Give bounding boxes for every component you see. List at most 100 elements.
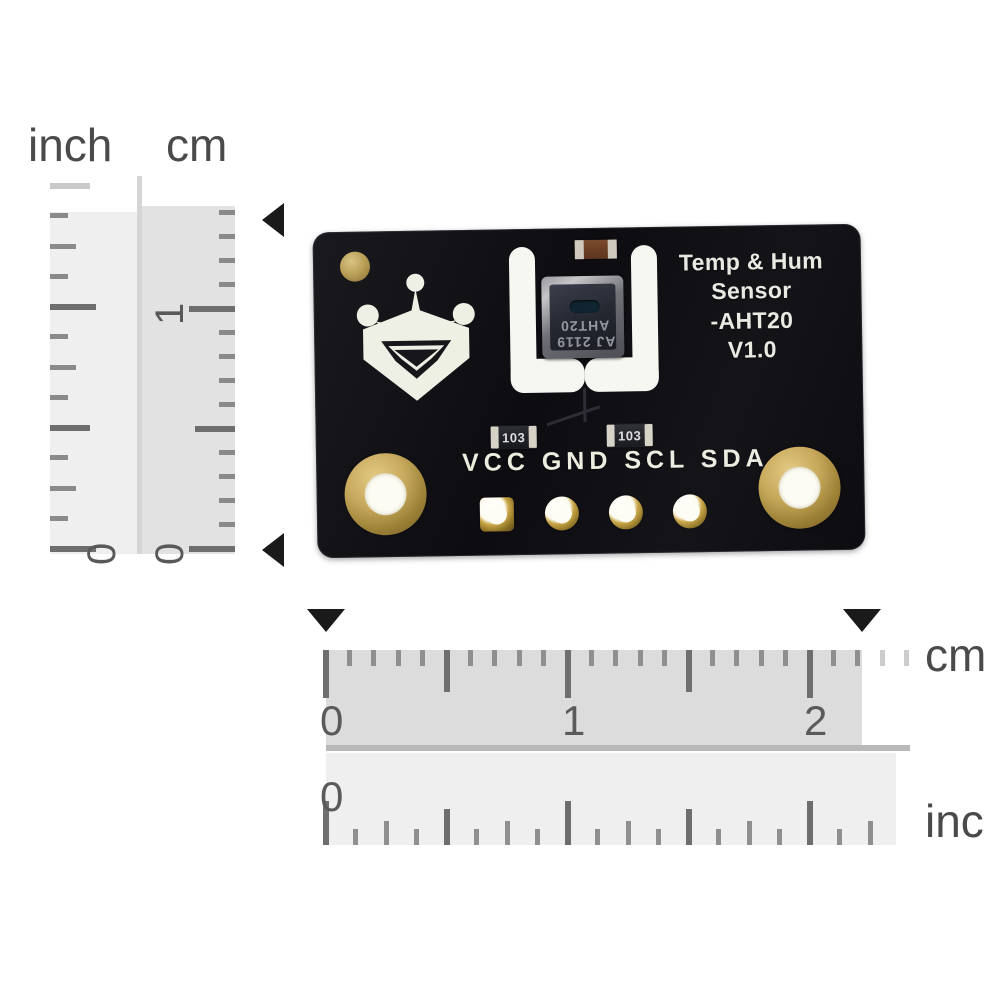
cm-minor-tick: [219, 450, 235, 455]
inch-minor-tick: [837, 829, 843, 845]
board-slot-right-foot: [584, 356, 660, 393]
inch-minor-tick: [50, 425, 90, 431]
cm-minor-tick: [661, 650, 667, 666]
cm-minor-tick: [782, 650, 788, 666]
cm-major-tick: [323, 650, 329, 698]
inch-minor-tick: [50, 485, 76, 491]
inch-minor-tick: [50, 455, 68, 461]
cm-half-tick: [195, 426, 235, 432]
mounting-hole-bore: [778, 466, 821, 510]
cm-minor-tick: [419, 650, 425, 666]
board-left-marker-icon: [307, 609, 345, 632]
inch-minor-tick: [413, 829, 419, 845]
inch-minor-tick: [776, 829, 782, 845]
pin-pad-scl[interactable]: [608, 495, 644, 530]
horizontal-cm-number: 2: [804, 697, 828, 744]
cm-minor-tick: [903, 650, 909, 666]
cm-major-tick: [189, 306, 235, 312]
cm-minor-tick: [613, 650, 619, 666]
cm-major-tick: [565, 650, 571, 698]
inch-major-tick: [565, 801, 571, 845]
mounting-hole-left: [343, 452, 428, 536]
inch-minor-tick: [383, 821, 389, 845]
mounting-hole-bore: [364, 472, 407, 516]
horizontal-inch-label: inc: [925, 795, 984, 847]
cm-half-tick: [444, 650, 450, 692]
inch-minor-tick: [50, 183, 90, 189]
sensor-marking-line2: AJ 2119: [556, 333, 616, 351]
inch-minor-tick: [353, 829, 359, 845]
pin-pad-gnd[interactable]: [544, 496, 580, 531]
aht20-sensor-chip: AHT20 AJ 2119: [541, 275, 625, 359]
inch-minor-tick: [50, 213, 68, 219]
board-bottom-marker-icon: [262, 533, 284, 567]
resistor-code: 103: [614, 424, 645, 447]
inch-major-tick: [807, 801, 813, 845]
inch-minor-tick: [50, 243, 76, 249]
cm-minor-tick: [219, 522, 235, 527]
pcb-trace: [546, 405, 601, 427]
inch-minor-tick: [50, 394, 68, 400]
smd-capacitor: [574, 239, 617, 260]
pin-label-row: VCC GND SCL SDA: [461, 444, 769, 478]
pad-hole: [486, 504, 508, 525]
resistor-code: 103: [498, 425, 529, 449]
smd-resistor: 103: [490, 424, 537, 450]
cm-minor-tick: [855, 650, 861, 666]
pad-hole: [679, 501, 701, 522]
cm-minor-tick: [468, 650, 474, 666]
smd-resistor: 103: [606, 423, 653, 448]
inch-minor-tick: [50, 334, 68, 340]
inch-minor-tick: [50, 273, 68, 279]
inch-minor-tick: [595, 829, 601, 845]
horizontal-cm-number: 0: [320, 697, 344, 744]
sensor-face: AHT20 AJ 2119: [549, 283, 617, 351]
cm-minor-tick: [347, 650, 353, 666]
silk-line-4: V1.0: [727, 336, 778, 364]
mounting-hole-right: [757, 446, 842, 530]
dfrobot-logo: [340, 262, 492, 414]
cm-minor-tick: [637, 650, 643, 666]
inch-minor-tick: [50, 515, 68, 521]
inch-minor-tick: [716, 829, 722, 845]
sensor-vent-hole: [569, 299, 600, 314]
cm-minor-tick: [219, 402, 235, 407]
inch-major-tick: [50, 304, 96, 310]
vertical-cm-label: cm: [166, 119, 228, 171]
horizontal-cm-label: cm: [925, 629, 987, 681]
cm-minor-tick: [219, 378, 235, 383]
cm-minor-tick: [831, 650, 837, 666]
horizontal-inch-number: 0: [320, 773, 344, 820]
aht20-sensor-board: AHT20 AJ 2119 Temp & Hum Sensor -AHT20 V…: [312, 223, 866, 559]
cm-minor-tick: [540, 650, 546, 666]
cm-minor-tick: [879, 650, 885, 666]
cm-minor-tick: [710, 650, 716, 666]
inch-minor-tick: [686, 809, 692, 845]
inch-minor-tick: [50, 364, 76, 370]
cm-minor-tick: [371, 650, 377, 666]
cm-minor-tick: [219, 330, 235, 335]
horizontal-inch-band: [326, 753, 896, 845]
pin-pad-vcc[interactable]: [479, 497, 515, 532]
vertical-ruler-divider: [137, 176, 142, 554]
horizontal-cm-band: [326, 650, 862, 748]
cm-minor-tick: [589, 650, 595, 666]
pin-pad-sda[interactable]: [672, 494, 708, 529]
cm-minor-tick: [219, 210, 235, 215]
inch-minor-tick: [504, 821, 510, 845]
inch-minor-tick: [746, 821, 752, 845]
inch-minor-tick: [444, 809, 450, 845]
silkscreen-text-block: Temp & Hum Sensor -AHT20 V1.0: [651, 246, 853, 367]
cm-minor-tick: [219, 474, 235, 479]
inch-major-tick: [50, 546, 96, 552]
horizontal-ruler-divider: [326, 745, 910, 751]
cm-minor-tick: [219, 498, 235, 503]
cm-minor-tick: [734, 650, 740, 666]
inch-minor-tick: [534, 829, 540, 845]
inch-major-tick: [323, 801, 329, 845]
vertical-inch-label: inch: [28, 119, 113, 171]
board-top-marker-icon: [262, 203, 284, 237]
cm-minor-tick: [492, 650, 498, 666]
inch-minor-tick: [625, 821, 631, 845]
